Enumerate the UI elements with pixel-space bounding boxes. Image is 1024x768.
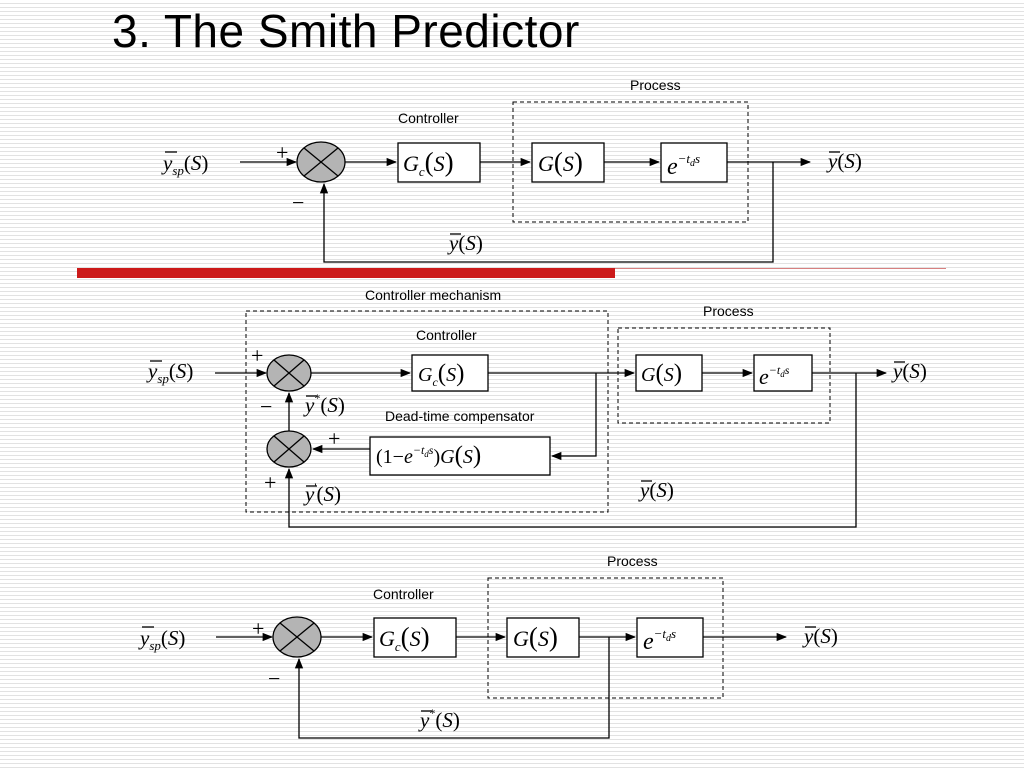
plus-sign-2c: + — [264, 470, 276, 495]
compensator-label: Dead-time compensator — [385, 408, 535, 424]
delay-block-2 — [753, 354, 813, 392]
delay-block-3 — [636, 617, 704, 658]
plus-sign-2b: + — [328, 426, 340, 451]
process-boundary-2 — [617, 327, 831, 424]
controller-tf-2: Gc(S) — [418, 360, 464, 389]
delay-block-1 — [660, 142, 728, 183]
yprime-signal-2: y'(S) — [303, 480, 341, 506]
controller-block-3 — [373, 617, 457, 658]
minus-sign-1: − — [292, 190, 304, 215]
summing-junction-1 — [296, 141, 346, 183]
input-signal-3: ysp(S) — [138, 626, 185, 653]
diagram-1: Process Controller ysp(S) + − Gc(S) G(S) — [161, 77, 862, 263]
controller-block-1 — [397, 142, 481, 183]
controller-mechanism-boundary — [245, 310, 609, 513]
output-signal-1: y(S) — [826, 149, 862, 173]
section-divider — [77, 268, 946, 278]
process-label-1: Process — [630, 77, 681, 93]
controller-tf-1: Gc(S) — [403, 147, 454, 179]
input-signal-1: ysp(S) — [161, 151, 208, 178]
process-tf-2: G(S) — [641, 360, 682, 387]
controller-label-1: Controller — [398, 110, 459, 126]
process-boundary-3 — [487, 577, 724, 699]
diagram-3: Process Controller ysp(S) + − Gc(S) G(S)… — [138, 553, 838, 739]
compensator-tf: (1−e−tds)G(S) — [376, 442, 481, 469]
feedback-wire-2 — [284, 373, 857, 528]
feedback-signal-1: y(S) — [447, 231, 483, 255]
feedback-wire-1 — [319, 162, 774, 263]
slide-title: 3. The Smith Predictor — [112, 5, 580, 57]
controller-label-2: Controller — [416, 327, 477, 343]
process-label-3: Process — [607, 553, 658, 569]
process-block-2 — [635, 354, 703, 392]
diagram-2: Controller mechanism Process Controller … — [146, 287, 927, 528]
minus-sign-3: − — [268, 666, 280, 691]
plus-sign-1: + — [276, 140, 288, 165]
process-tf-1: G(S) — [538, 147, 583, 177]
compensator-input-wire — [550, 373, 597, 461]
process-block-1 — [531, 142, 605, 183]
feedback-signal-3: y*(S) — [418, 706, 460, 732]
summing-junction-2b — [266, 430, 312, 468]
summing-junction-3 — [272, 616, 322, 658]
process-label-2: Process — [703, 303, 754, 319]
plus-sign-2a: + — [251, 343, 263, 368]
feedback-wire-3 — [294, 637, 610, 739]
input-signal-2: ysp(S) — [146, 359, 193, 386]
delay-tf-1: e−tds — [667, 151, 700, 180]
ystar-signal-2: y*(S) — [303, 391, 345, 417]
output-signal-3: y(S) — [802, 624, 838, 648]
plus-sign-3: + — [252, 616, 264, 641]
delay-tf-3: e−tds — [643, 626, 676, 655]
feedback-signal-2: y(S) — [638, 478, 674, 502]
process-tf-3: G(S) — [513, 622, 558, 652]
delay-tf-2: e−tds — [759, 363, 790, 389]
summing-junction-2a — [266, 354, 312, 392]
controller-block-2 — [411, 354, 489, 392]
controller-tf-3: Gc(S) — [379, 622, 430, 654]
minus-sign-2a: − — [260, 394, 272, 419]
controller-mechanism-label: Controller mechanism — [365, 287, 501, 303]
controller-label-3: Controller — [373, 586, 434, 602]
process-block-3 — [506, 617, 580, 658]
compensator-block — [369, 436, 551, 476]
output-signal-2: y(S) — [891, 359, 927, 383]
